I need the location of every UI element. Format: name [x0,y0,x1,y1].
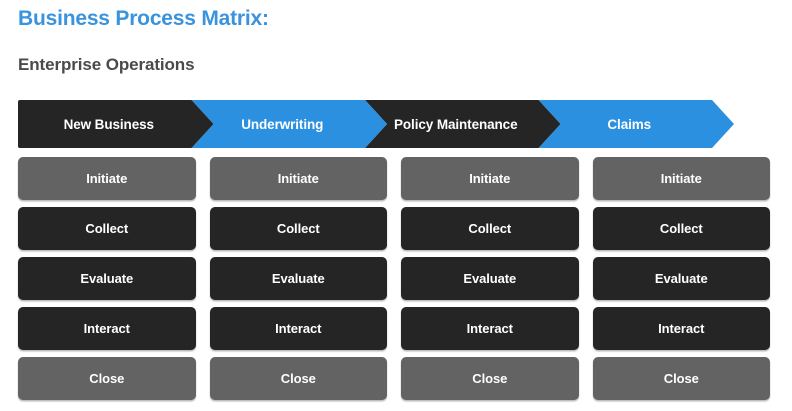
matrix-row-initiate: Initiate Initiate Initiate Initiate [18,157,770,200]
matrix-cell-label: Close [280,371,316,386]
matrix-cell-label: Evaluate [80,271,134,286]
matrix-cell[interactable]: Interact [209,307,387,350]
matrix-cell-label: Initiate [469,171,511,186]
matrix-cell-label: Close [89,371,125,386]
matrix-cell[interactable]: Interact [592,307,770,350]
matrix-cell[interactable]: Initiate [209,157,387,200]
process-stage-header-row: New Business Underwriting Policy Maintenan… [18,100,778,148]
matrix-cell-label: Interact [658,321,705,336]
matrix-cell[interactable]: Evaluate [401,257,579,300]
process-stage-label: Claims [607,116,652,132]
matrix-cell-label: Collect [659,221,703,236]
matrix-row-collect: Collect Collect Collect Collect [18,207,770,250]
matrix-cell-label: Close [472,371,508,386]
matrix-cell-label: Initiate [660,171,702,186]
matrix-cell[interactable]: Collect [592,207,770,250]
matrix-cell-label: Evaluate [654,271,708,286]
page-title: Business Process Matrix: [18,7,269,30]
page-subtitle: Enterprise Operations [18,55,195,74]
matrix-cell-label: Interact [466,321,513,336]
matrix-cell[interactable]: Interact [401,307,579,350]
process-stage-2[interactable]: Underwriting [192,100,388,148]
process-stage-3[interactable]: Policy Maintenance [365,100,561,148]
matrix-cell[interactable]: Collect [209,207,387,250]
matrix-row-close: Close Close Close Close [18,357,770,400]
matrix-cell-label: Interact [275,321,322,336]
matrix-row-interact: Interact Interact Interact Interact [18,307,770,350]
matrix-cell-label: Initiate [277,171,319,186]
matrix-cell[interactable]: Close [18,357,196,400]
matrix-cell[interactable]: Close [592,357,770,400]
process-stage-4[interactable]: Claims [539,100,735,148]
matrix-cell[interactable]: Close [401,357,579,400]
matrix-cell-label: Collect [276,221,320,236]
matrix-cell-label: Initiate [86,171,128,186]
process-stage-label: New Business [63,116,154,132]
matrix-cell[interactable]: Evaluate [592,257,770,300]
matrix-row-evaluate: Evaluate Evaluate Evaluate Evaluate [18,257,770,300]
process-stage-label: Policy Maintenance [394,116,518,132]
matrix-cell-label: Close [663,371,699,386]
process-stage-1[interactable]: New Business [18,100,214,148]
matrix-cell[interactable]: Collect [18,207,196,250]
matrix-cell[interactable]: Close [209,357,387,400]
title-block: Business Process Matrix: Enterprise Oper… [18,6,758,76]
matrix-cell[interactable]: Initiate [401,157,579,200]
matrix-cell-label: Collect [468,221,512,236]
matrix-cell-label: Evaluate [463,271,517,286]
matrix-cell-label: Collect [85,221,129,236]
matrix-cell[interactable]: Initiate [592,157,770,200]
matrix-cell-label: Evaluate [271,271,325,286]
process-stage-label: Underwriting [241,116,324,132]
matrix-cell-label: Interact [83,321,130,336]
matrix-cell[interactable]: Collect [401,207,579,250]
matrix-cell[interactable]: Initiate [18,157,196,200]
matrix-cell[interactable]: Evaluate [18,257,196,300]
matrix-cell[interactable]: Interact [18,307,196,350]
matrix-cell[interactable]: Evaluate [209,257,387,300]
